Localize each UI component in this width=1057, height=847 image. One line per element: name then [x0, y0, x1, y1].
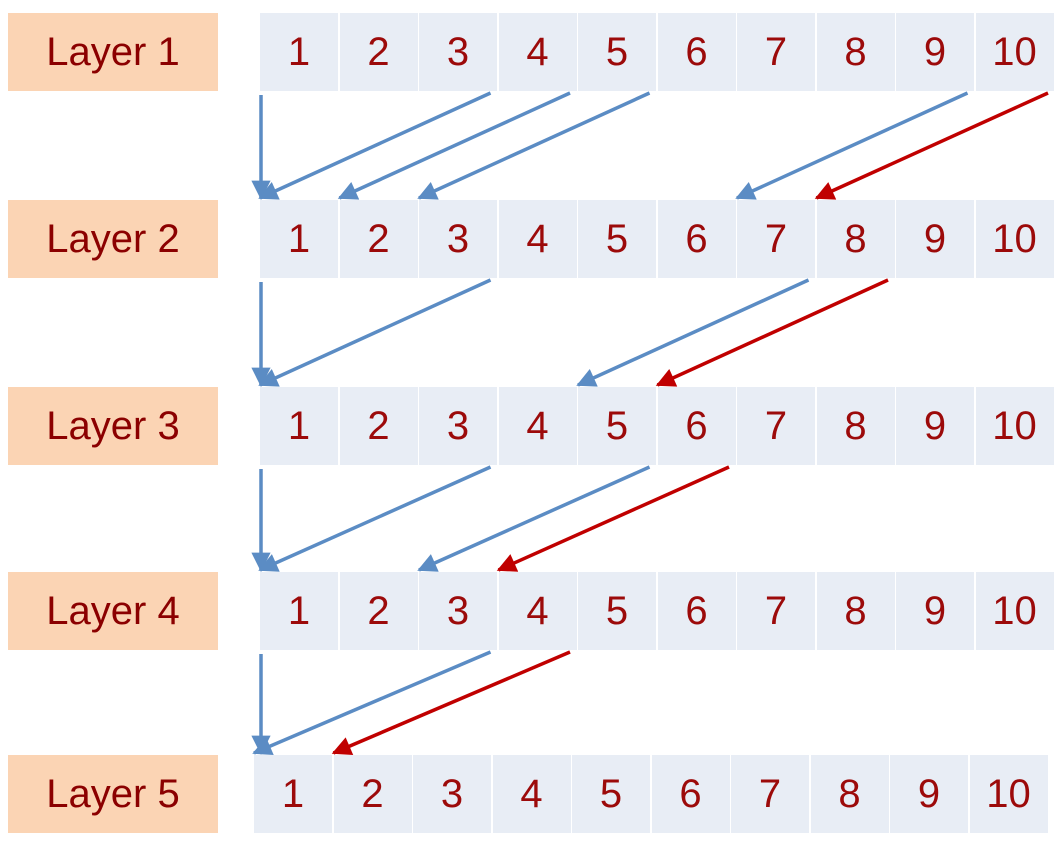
layer-3-cell-1: 1	[260, 387, 338, 465]
layer-2-cell-1: 1	[260, 200, 338, 278]
layer-4-cell-3: 3	[419, 572, 497, 650]
layer-1-cell-9: 9	[896, 13, 974, 91]
arrow-layer2-to-3-red-3	[655, 278, 889, 387]
layer-3-cell-8: 8	[816, 387, 895, 465]
layer-1-cell-5: 5	[578, 13, 656, 91]
layer-4-cell-8: 8	[816, 572, 895, 650]
arrow-layer1-to-2-blue-3	[417, 91, 651, 200]
arrow-layer4-to-5-red-2	[331, 650, 571, 756]
layer-2-cell-3: 3	[419, 200, 497, 278]
arrow-layer1-to-2-blue-4	[735, 91, 969, 200]
layer-4-cell-6: 6	[657, 572, 736, 650]
layer-label-3: Layer 3	[8, 387, 218, 465]
layer-1-cell-6: 6	[657, 13, 736, 91]
layer-1-cell-10: 10	[975, 13, 1054, 91]
layer-1-cell-2: 2	[339, 13, 418, 91]
layer-5-cell-3: 3	[413, 755, 491, 833]
layer-2-cell-6: 6	[657, 200, 736, 278]
layer-3-cell-10: 10	[975, 387, 1054, 465]
layer-1-cell-1: 1	[260, 13, 338, 91]
layer-4-cell-4: 4	[498, 572, 577, 650]
layer-4-cell-10: 10	[975, 572, 1054, 650]
arrow-layer3-to-4-red-3	[496, 465, 730, 572]
layer-label-5: Layer 5	[8, 755, 218, 833]
arrow-layer2-to-3-blue-2	[576, 278, 810, 387]
layer-2-cell-10: 10	[975, 200, 1054, 278]
layer-3-cell-7: 7	[737, 387, 815, 465]
layer-5-cell-10: 10	[969, 755, 1048, 833]
arrow-layer3-to-4-blue-1	[258, 465, 492, 572]
layer-5-cell-2: 2	[333, 755, 412, 833]
layer-5-cell-4: 4	[492, 755, 571, 833]
layer-5-cell-7: 7	[731, 755, 809, 833]
arrow-layer4-to-5-blue-1	[252, 650, 492, 756]
layer-1-cell-4: 4	[498, 13, 577, 91]
layer-5-cell-8: 8	[810, 755, 889, 833]
layer-3-cell-9: 9	[896, 387, 974, 465]
arrow-layer3-to-4-blue-2	[417, 465, 651, 572]
layer-4-cell-5: 5	[578, 572, 656, 650]
layer-5-cell-1: 1	[254, 755, 332, 833]
layer-label-4: Layer 4	[8, 572, 218, 650]
arrow-layer1-to-2-blue-1	[258, 91, 492, 200]
layer-1-cell-7: 7	[737, 13, 815, 91]
layer-2-cell-7: 7	[737, 200, 815, 278]
layer-1-cell-8: 8	[816, 13, 895, 91]
layer-label-1: Layer 1	[8, 13, 218, 91]
layer-label-2: Layer 2	[8, 200, 218, 278]
layer-2-cell-4: 4	[498, 200, 577, 278]
layer-4-cell-1: 1	[260, 572, 338, 650]
layer-1-cell-3: 3	[419, 13, 497, 91]
layer-5-cell-9: 9	[890, 755, 968, 833]
layer-4-cell-7: 7	[737, 572, 815, 650]
layer-2-cell-8: 8	[816, 200, 895, 278]
layer-2-cell-9: 9	[896, 200, 974, 278]
layer-5-cell-5: 5	[572, 755, 650, 833]
layer-3-cell-5: 5	[578, 387, 656, 465]
layer-3-cell-2: 2	[339, 387, 418, 465]
layer-4-cell-2: 2	[339, 572, 418, 650]
arrow-layer1-to-2-blue-2	[337, 91, 571, 200]
layer-3-cell-3: 3	[419, 387, 497, 465]
layer-2-cell-5: 5	[578, 200, 656, 278]
layer-5-cell-6: 6	[651, 755, 730, 833]
layer-4-cell-9: 9	[896, 572, 974, 650]
layer-3-cell-6: 6	[657, 387, 736, 465]
layer-3-cell-4: 4	[498, 387, 577, 465]
arrow-layer1-to-2-red-5	[814, 91, 1049, 200]
layer-2-cell-2: 2	[339, 200, 418, 278]
arrow-layer2-to-3-blue-1	[258, 278, 492, 387]
